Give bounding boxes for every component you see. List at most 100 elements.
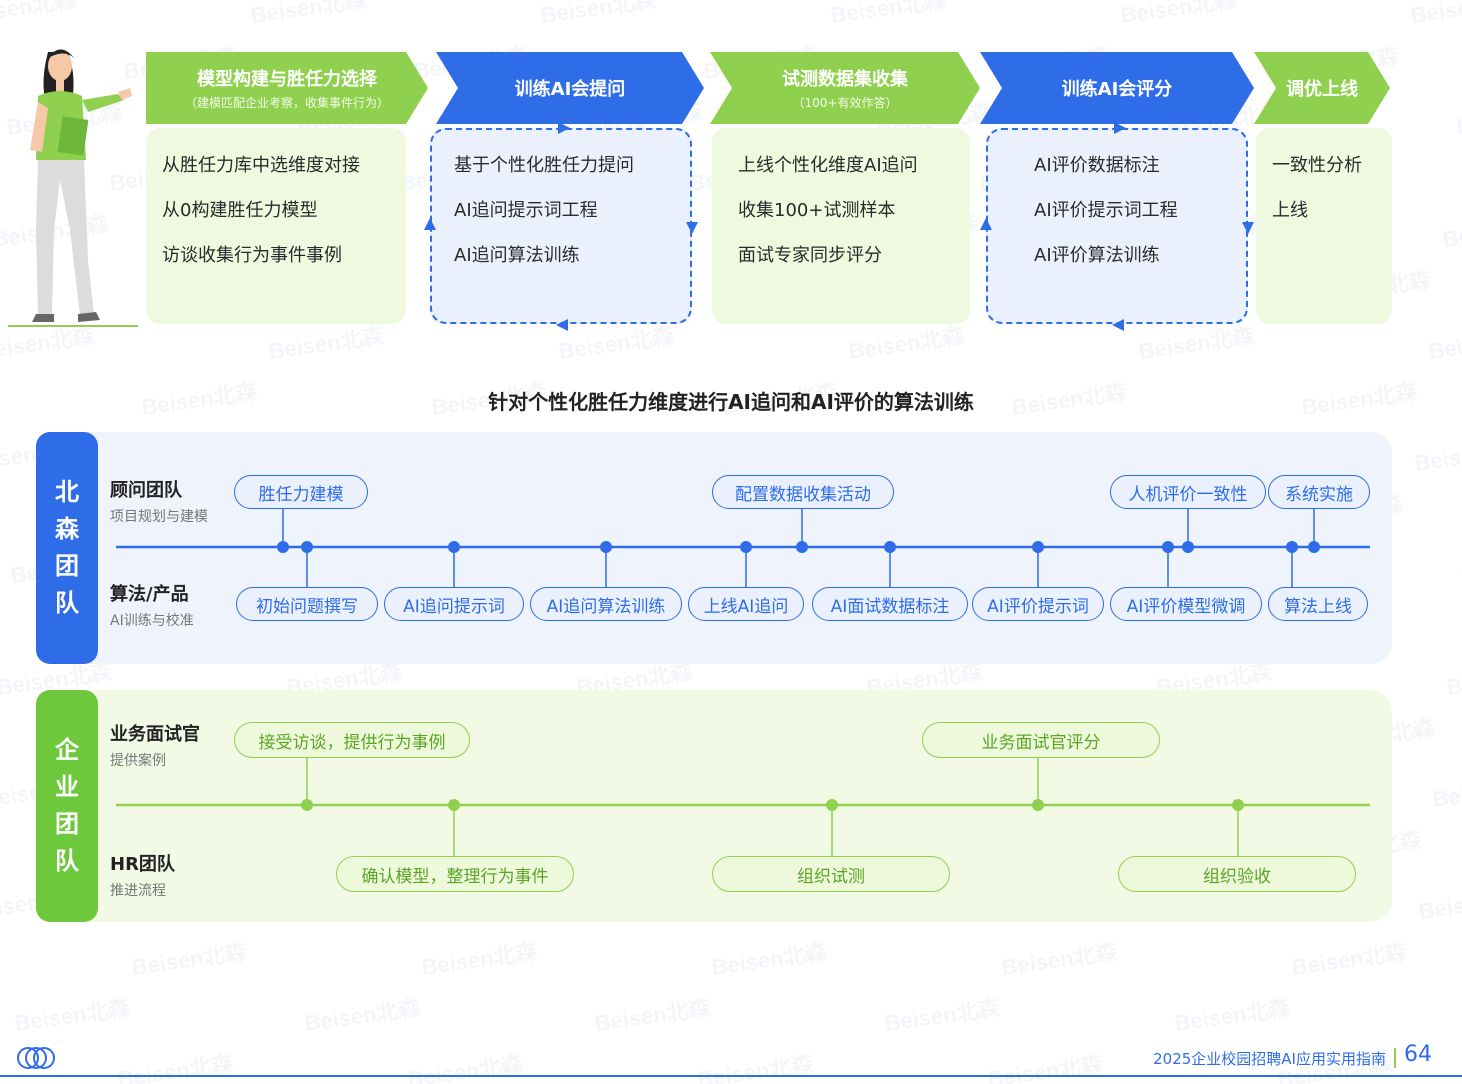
team-label-char: 企 — [55, 736, 79, 764]
role-algorithm-name: 算法/产品 — [110, 584, 189, 605]
logo-icon — [17, 1047, 55, 1069]
stage-banner-5: 调优上线 — [1254, 52, 1390, 124]
panel-item: AI评价数据标注 — [1034, 155, 1160, 176]
team-label-char: 团 — [55, 810, 79, 838]
task-pill: 配置数据收集活动 — [712, 475, 894, 509]
task-pill: 上线AI追问 — [688, 587, 804, 621]
timeline-node — [1182, 541, 1194, 553]
team-label-char: 团 — [55, 552, 79, 580]
task-pill: 业务面试官评分 — [922, 722, 1160, 758]
stage-panel-1: 从胜任力库中选维度对接从0构建胜任力模型访谈收集行为事件事例 — [146, 128, 406, 324]
task-pill: 人机评价一致性 — [1110, 475, 1266, 509]
panel-item: 上线 — [1272, 200, 1308, 221]
timeline-node — [448, 799, 460, 811]
panel-item: 从胜任力库中选维度对接 — [162, 155, 360, 176]
footer-separator — [1394, 1048, 1396, 1068]
team-label-char: 业 — [55, 773, 79, 801]
stage-banner-2: 训练AI会提问 — [436, 52, 704, 124]
role-interviewer-desc: 提供案例 — [110, 753, 166, 769]
task-pill: 算法上线 — [1268, 587, 1368, 621]
timeline-node — [1032, 799, 1044, 811]
role-interviewer-name: 业务面试官 — [110, 724, 200, 745]
role-interviewer: 业务面试官 提供案例 — [110, 720, 200, 770]
task-pill: AI评价提示词 — [972, 587, 1104, 621]
page-number: 64 — [1404, 1042, 1432, 1067]
timeline-node — [600, 541, 612, 553]
stage-subtitle: （建模匹配企业考察，收集事件行为） — [184, 96, 389, 110]
team-label-char: 森 — [55, 515, 79, 543]
stage-title: 调优上线 — [1286, 79, 1358, 100]
stage-title: 试测数据集收集 — [782, 69, 908, 90]
panel-item-list: 基于个性化胜任力提问 AI追问提示词工程 AI追问算法训练 — [430, 152, 692, 287]
panel-item: 访谈收集行为事件事例 — [162, 245, 342, 266]
stage-title: 训练AI会评分 — [1061, 79, 1173, 100]
beisen-team-tab: 北森团队 — [36, 432, 98, 664]
team-label-char: 队 — [55, 847, 79, 875]
role-algorithm: 算法/产品 AI训练与校准 — [110, 580, 194, 630]
role-consultant: 顾问团队 项目规划与建模 — [110, 476, 208, 526]
task-pill: AI追问提示词 — [384, 587, 524, 621]
role-algorithm-desc: AI训练与校准 — [110, 613, 194, 629]
timeline-node — [1232, 799, 1244, 811]
panel-item: 收集100+试测样本 — [738, 200, 896, 221]
stage-banner-4: 训练AI会评分 — [980, 52, 1254, 124]
panel-item: 基于个性化胜任力提问 — [454, 155, 634, 176]
timeline-node — [796, 541, 808, 553]
role-hr-desc: 推进流程 — [110, 883, 166, 899]
task-pill: 组织验收 — [1118, 856, 1356, 892]
panel-item: 面试专家同步评分 — [738, 245, 882, 266]
person-illustration — [8, 49, 138, 327]
timeline-node — [884, 541, 896, 553]
stage-subtitle: （100+有效作答） — [792, 96, 898, 110]
footer-line — [0, 1075, 1462, 1077]
team-label-char: 队 — [55, 589, 79, 617]
footer-title: 2025企业校园招聘AI应用实用指南 — [1153, 1050, 1386, 1068]
task-pill: 胜任力建模 — [234, 475, 368, 509]
panel-item: 一致性分析 — [1272, 155, 1362, 176]
task-pill: 接受访谈，提供行为事例 — [234, 722, 470, 758]
panel-item: AI评价提示词工程 — [1034, 200, 1178, 221]
stage-banner-3: 试测数据集收集 （100+有效作答） — [710, 52, 980, 124]
panel-item-list: 上线个性化维度AI追问收集100+试测样本面试专家同步评分 — [712, 152, 970, 287]
timeline-node — [740, 541, 752, 553]
role-hr-name: HR团队 — [110, 854, 175, 875]
panel-item-list: 一致性分析上线 — [1256, 152, 1392, 242]
timeline-node — [1286, 541, 1298, 553]
task-pill: AI追问算法训练 — [530, 587, 682, 621]
role-hr: HR团队 推进流程 — [110, 850, 175, 900]
loop-arrows — [424, 122, 1254, 331]
task-pill: 初始问题撰写 — [236, 587, 378, 621]
panel-item: 上线个性化维度AI追问 — [738, 155, 918, 176]
stage-title: 训练AI会提问 — [514, 79, 626, 100]
stage-panel-5: 一致性分析上线 — [1256, 128, 1392, 324]
timeline-node — [1308, 541, 1320, 553]
timeline-node — [448, 541, 460, 553]
task-pill: AI评价模型微调 — [1110, 587, 1262, 621]
team-label-char: 北 — [55, 478, 79, 506]
stage-panel-2: 基于个性化胜任力提问 AI追问提示词工程 AI追问算法训练 — [430, 128, 692, 324]
task-pill: 确认模型，整理行为事件 — [336, 856, 574, 892]
panel-item-list: 从胜任力库中选维度对接从0构建胜任力模型访谈收集行为事件事例 — [146, 152, 406, 287]
panel-item: AI追问算法训练 — [454, 245, 580, 266]
role-consultant-desc: 项目规划与建模 — [110, 509, 208, 525]
stage-panel-3: 上线个性化维度AI追问收集100+试测样本面试专家同步评分 — [712, 128, 970, 324]
beisen-team-label: 北森团队 — [55, 474, 79, 622]
task-pill: 系统实施 — [1268, 475, 1370, 509]
timeline-node — [301, 799, 313, 811]
timeline-node — [1162, 541, 1174, 553]
timeline-node — [301, 541, 313, 553]
panel-item: AI追问提示词工程 — [454, 200, 598, 221]
enterprise-team-tab: 企业团队 — [36, 690, 98, 922]
timeline-node — [826, 799, 838, 811]
task-pill: 组织试测 — [712, 856, 950, 892]
timeline-node — [277, 541, 289, 553]
timeline-node — [1032, 541, 1044, 553]
stage-banner-1: 模型构建与胜任力选择 （建模匹配企业考察，收集事件行为） — [146, 52, 428, 124]
role-consultant-name: 顾问团队 — [110, 480, 182, 501]
stage-title: 模型构建与胜任力选择 — [197, 69, 377, 90]
panel-item: 从0构建胜任力模型 — [162, 200, 318, 221]
